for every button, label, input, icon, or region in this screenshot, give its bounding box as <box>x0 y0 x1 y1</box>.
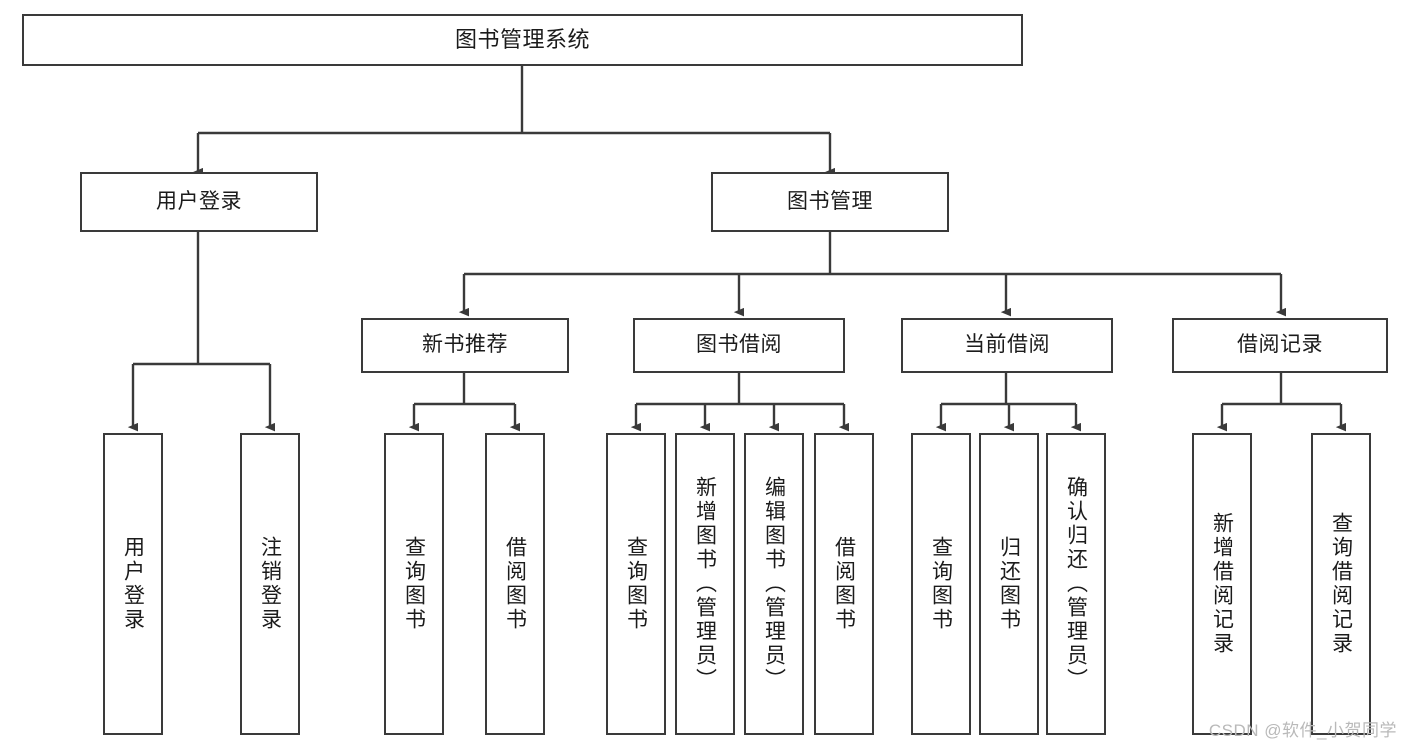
node-leaf-query-book-3-label: 查询图书 <box>929 536 953 632</box>
node-borrow-record-label: 借阅记录 <box>1237 333 1323 357</box>
node-book-borrow-label: 图书借阅 <box>696 333 782 357</box>
node-leaf-query-book-2-label: 查询图书 <box>624 536 648 632</box>
node-book-manage[interactable]: 图书管理 <box>711 172 949 232</box>
node-leaf-user-login[interactable]: 用户登录 <box>103 433 163 735</box>
node-root[interactable]: 图书管理系统 <box>22 14 1023 66</box>
node-leaf-query-book-1-label: 查询图书 <box>402 536 426 632</box>
node-leaf-query-record[interactable]: 查询借阅记录 <box>1311 433 1371 735</box>
node-user-login-label: 用户登录 <box>156 189 242 213</box>
node-leaf-edit-book[interactable]: 编辑图书（管理员） <box>744 433 804 735</box>
node-current-borrow[interactable]: 当前借阅 <box>901 318 1113 373</box>
node-book-manage-label: 图书管理 <box>787 189 873 213</box>
node-leaf-add-book-label: 新增图书（管理员） <box>693 476 717 692</box>
node-leaf-logout-login[interactable]: 注销登录 <box>240 433 300 735</box>
node-leaf-query-record-label: 查询借阅记录 <box>1329 512 1353 656</box>
node-leaf-confirm-return-label: 确认归还（管理员） <box>1064 476 1088 692</box>
node-borrow-record[interactable]: 借阅记录 <box>1172 318 1388 373</box>
node-leaf-borrow-book-2[interactable]: 借阅图书 <box>814 433 874 735</box>
node-leaf-logout-login-label: 注销登录 <box>258 536 282 632</box>
node-new-book-recommend-label: 新书推荐 <box>422 333 508 357</box>
node-leaf-user-login-label: 用户登录 <box>121 536 145 632</box>
node-leaf-edit-book-label: 编辑图书（管理员） <box>762 476 786 692</box>
node-leaf-return-book[interactable]: 归还图书 <box>979 433 1039 735</box>
node-leaf-return-book-label: 归还图书 <box>997 536 1021 632</box>
node-leaf-query-book-2[interactable]: 查询图书 <box>606 433 666 735</box>
node-root-label: 图书管理系统 <box>454 27 590 53</box>
node-user-login[interactable]: 用户登录 <box>80 172 318 232</box>
node-leaf-borrow-book-1[interactable]: 借阅图书 <box>485 433 545 735</box>
node-leaf-query-book-3[interactable]: 查询图书 <box>911 433 971 735</box>
node-leaf-add-book[interactable]: 新增图书（管理员） <box>675 433 735 735</box>
watermark: CSDN @软件_小贺同学 <box>1208 721 1397 740</box>
node-new-book-recommend[interactable]: 新书推荐 <box>361 318 569 373</box>
node-leaf-borrow-book-2-label: 借阅图书 <box>832 536 856 632</box>
node-leaf-query-book-1[interactable]: 查询图书 <box>384 433 444 735</box>
node-current-borrow-label: 当前借阅 <box>964 333 1050 357</box>
node-leaf-add-record[interactable]: 新增借阅记录 <box>1192 433 1252 735</box>
node-leaf-confirm-return[interactable]: 确认归还（管理员） <box>1046 433 1106 735</box>
node-book-borrow[interactable]: 图书借阅 <box>633 318 845 373</box>
node-leaf-borrow-book-1-label: 借阅图书 <box>503 536 527 632</box>
node-leaf-add-record-label: 新增借阅记录 <box>1210 512 1234 656</box>
